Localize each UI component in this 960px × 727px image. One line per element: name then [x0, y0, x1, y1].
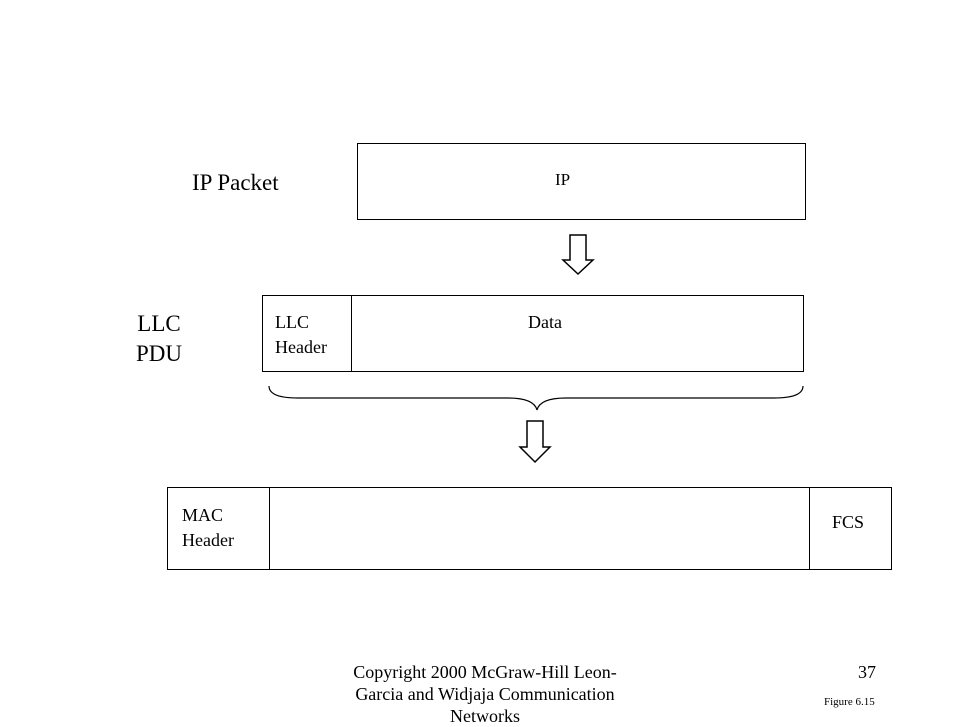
llc-pdu-box: LLC Header Data: [262, 295, 804, 372]
fcs-label: FCS: [832, 512, 865, 532]
llc-data-label: Data: [528, 312, 562, 332]
page-number: 37: [858, 662, 876, 682]
mac-header-label: MAC Header: [182, 503, 234, 553]
ip-packet-box: IP: [357, 143, 806, 220]
llc-pdu-label-line1: LLC: [137, 311, 181, 336]
llc-header-line2: Header: [275, 337, 327, 357]
ip-field-label: IP: [555, 170, 571, 189]
llc-pdu-label-line2: PDU: [135, 341, 182, 366]
copyright-line3: Networks: [450, 706, 520, 726]
copyright-line1: Copyright 2000 McGraw-Hill Leon-: [353, 662, 617, 682]
llc-pdu-label: LLC PDU: [134, 309, 184, 369]
mac-frame-box: MAC Header FCS: [167, 487, 892, 570]
llc-header-divider: [351, 296, 352, 371]
figure-label: Figure 6.15: [824, 696, 875, 708]
fcs-divider: [809, 488, 810, 569]
down-arrow-icon: [561, 234, 595, 276]
mac-header-line1: MAC: [182, 505, 224, 525]
down-arrow-icon: [518, 420, 552, 464]
brace-icon: [268, 385, 804, 411]
llc-header-line1: LLC: [275, 312, 309, 332]
copyright-line2: Garcia and Widjaja Communication: [355, 684, 615, 704]
mac-header-divider: [269, 488, 270, 569]
copyright-text: Copyright 2000 McGraw-Hill Leon- Garcia …: [340, 661, 630, 727]
ip-packet-label: IP Packet: [192, 170, 279, 195]
mac-header-line2: Header: [182, 530, 234, 550]
llc-header-label: LLC Header: [275, 310, 327, 360]
